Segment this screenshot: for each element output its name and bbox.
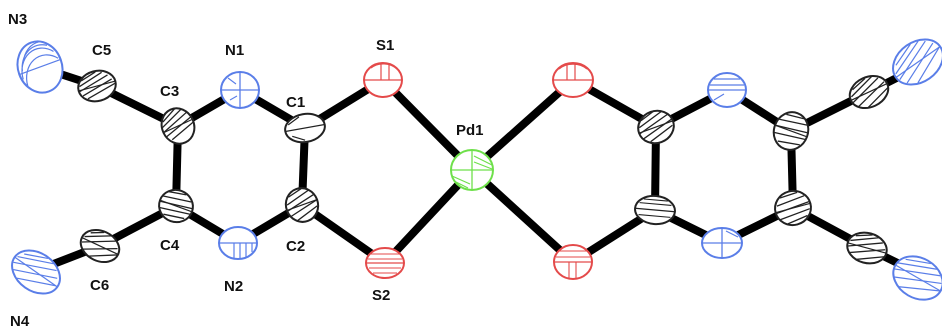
atoms	[11, 38, 942, 301]
bond-pd1-s2b	[468, 166, 577, 266]
label-c4: C4	[160, 237, 180, 254]
atom-n1-ellipsoid	[220, 71, 260, 109]
atom-c3-ellipsoid	[160, 107, 196, 145]
atom-pd1-ellipsoid	[450, 149, 494, 191]
atom-labels: N3 C5 N1 S1 C3 C1 Pd1 C4 C2 C6 N2 S2 N4	[8, 11, 484, 330]
atom-c5b-ellipsoid	[848, 74, 890, 110]
atom-c1b-ellipsoid	[637, 109, 675, 145]
atom-c5-ellipsoid	[77, 69, 117, 103]
atom-c3b-ellipsoid	[772, 111, 810, 151]
atom-s2b-ellipsoid	[553, 244, 593, 280]
label-s1: S1	[376, 37, 394, 54]
atom-c1-ellipsoid	[284, 112, 326, 144]
label-n4: N4	[10, 313, 30, 330]
label-c2: C2	[286, 238, 305, 255]
atom-n3-ellipsoid	[16, 40, 64, 94]
atom-c2b-ellipsoid	[634, 194, 676, 226]
label-n3: N3	[8, 11, 27, 28]
label-n2: N2	[224, 278, 243, 295]
atom-n4b-ellipsoid	[892, 255, 942, 301]
label-n1: N1	[225, 42, 244, 59]
atom-n3b-ellipsoid	[892, 38, 942, 86]
atom-n4-ellipsoid	[11, 249, 61, 295]
atom-c2-ellipsoid	[284, 187, 320, 223]
atom-n2b-ellipsoid	[701, 227, 743, 259]
atom-c4-ellipsoid	[158, 188, 194, 224]
label-c3: C3	[160, 83, 179, 100]
atom-c4b-ellipsoid	[774, 189, 812, 227]
label-c5: C5	[92, 42, 111, 59]
atom-c6-ellipsoid	[79, 228, 121, 264]
label-pd1: Pd1	[456, 122, 484, 139]
bond-pd1-s1b	[468, 76, 577, 174]
atom-n2-ellipsoid	[218, 226, 258, 260]
label-s2: S2	[372, 287, 390, 304]
label-c1: C1	[286, 94, 305, 111]
atom-c6b-ellipsoid	[846, 231, 888, 265]
atom-n1b-ellipsoid	[707, 72, 747, 108]
atom-s2-ellipsoid	[365, 247, 405, 279]
atom-s1b-ellipsoid	[552, 62, 594, 98]
label-c6: C6	[90, 277, 109, 294]
atom-s1-ellipsoid	[363, 62, 403, 98]
